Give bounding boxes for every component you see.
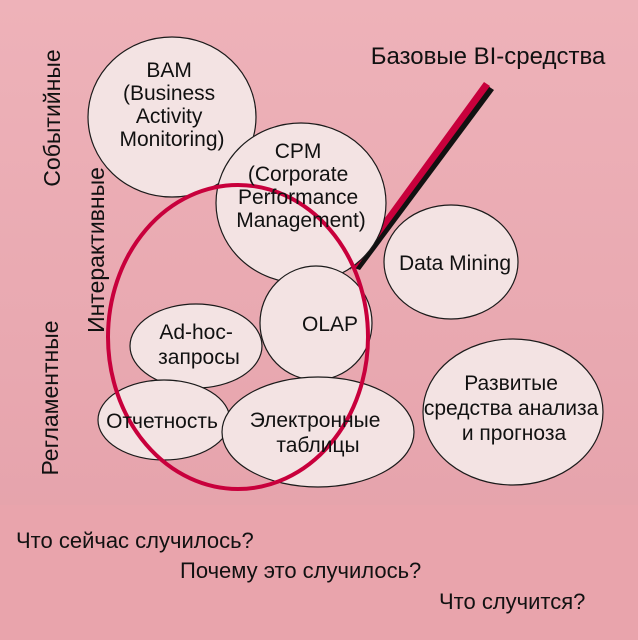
label-cpm-line: CPM [275, 140, 322, 163]
label-bam: BAM (Business Activity Monitoring) [119, 59, 224, 151]
label-bam-line: Monitoring) [119, 128, 224, 151]
label-spreadsheets-line: таблицы [276, 434, 359, 457]
label-bam-line: Activity [136, 105, 203, 128]
label-olap: OLAP [302, 313, 358, 336]
pointer-arrow-shadow [354, 86, 494, 270]
label-cpm-line: (Corporate [248, 163, 348, 186]
label-spreadsheets: Электронные таблицы [250, 409, 387, 457]
label-advanced-line: Развитые [464, 372, 558, 395]
side-label-events: Событийные [39, 49, 65, 186]
label-bam-line: (Business [123, 82, 215, 105]
bubble-spreadsheets [221, 376, 415, 488]
basic-bi-label: Базовые BI-средства [371, 43, 606, 70]
label-advanced-line: и прогноза [462, 422, 567, 445]
side-label-interactive: Интерактивные [83, 167, 109, 333]
label-reporting: Отчетность [106, 410, 218, 433]
bubble-advanced-analytics [422, 338, 604, 486]
pointer-arrow [350, 82, 490, 268]
question-now: Что сейчас случилось? [16, 528, 254, 553]
question-future: Что случится? [439, 589, 585, 614]
question-why: Почему это случилось? [180, 558, 421, 583]
questions-band [0, 505, 638, 640]
label-cpm: CPM (Corporate Performance Management) [236, 140, 366, 232]
label-advanced-line: средства анализа [424, 397, 599, 420]
label-spreadsheets-line: Электронные [250, 409, 381, 432]
bubble-data-mining [383, 204, 519, 320]
label-adhoc-line: запросы [158, 346, 240, 369]
basic-bi-highlight-ellipse [106, 183, 370, 491]
label-adhoc: Ad-hoc- запросы [158, 321, 240, 369]
label-cpm-line: Performance [238, 186, 358, 209]
label-advanced-analytics: Развитые средства анализа и прогноза [424, 372, 604, 445]
bubble-bam [87, 36, 257, 198]
label-cpm-line: Management) [236, 209, 366, 232]
label-adhoc-line: Ad-hoc- [159, 321, 233, 344]
label-bam-line: BAM [146, 59, 192, 82]
side-label-regular: Регламентные [37, 320, 63, 475]
label-data-mining: Data Mining [399, 252, 511, 275]
